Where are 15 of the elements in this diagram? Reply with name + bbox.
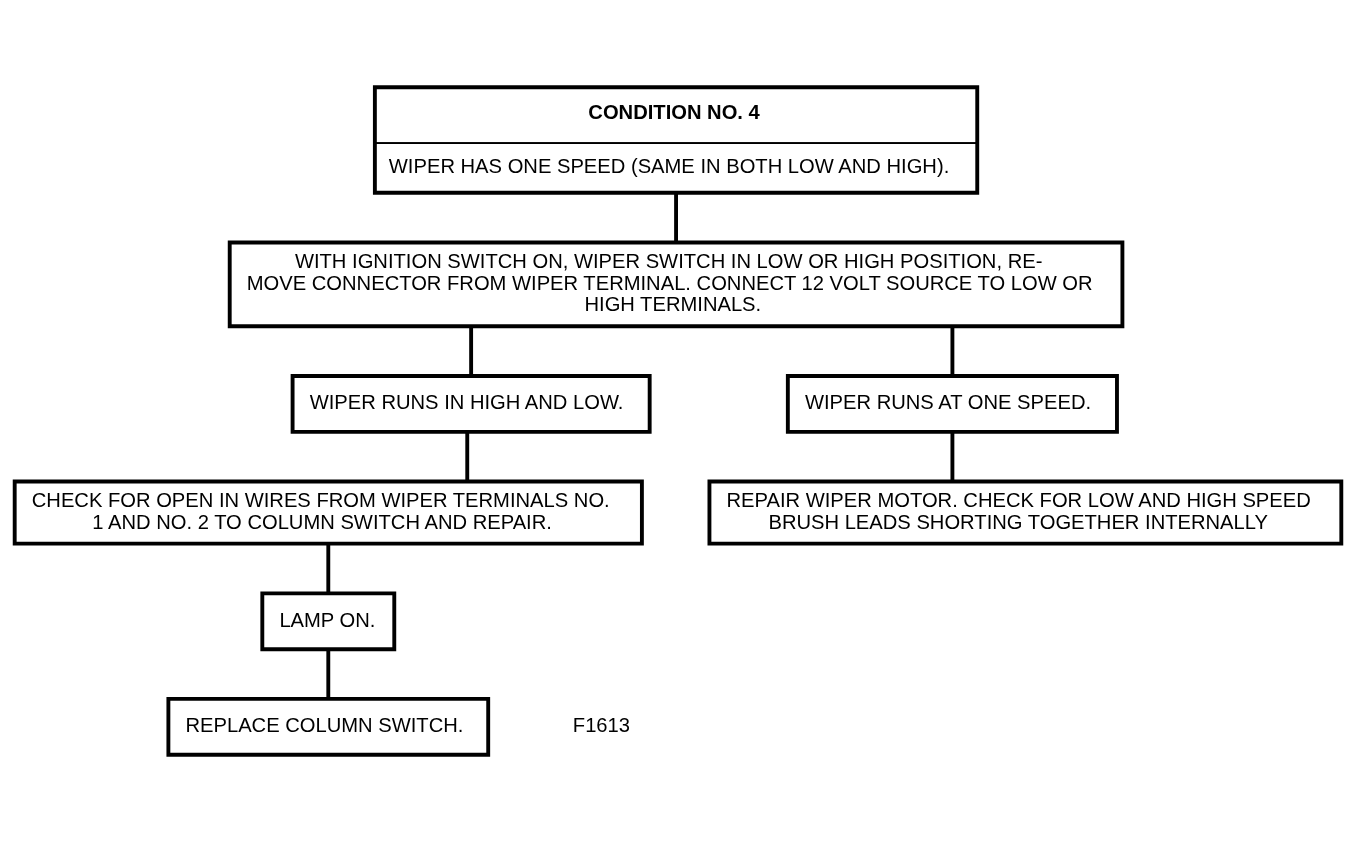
node-box: WITH IGNITION SWITCH ON, WIPER SWITCH IN LOW OR HIGH POSITION, RE- MOVE CONNECTOR FROM WIPER TERMINAL. CONNECT 12 VOLT SOURCE TO LOW OR HIGH TERMINALS. <box>227 240 1125 329</box>
connector <box>950 431 955 482</box>
label: F1613 <box>572 714 631 737</box>
connector <box>326 649 331 699</box>
node-box: WIPER RUNS IN HIGH AND LOW. <box>290 374 652 434</box>
connector <box>674 192 678 243</box>
connector <box>326 544 331 594</box>
connector <box>950 326 955 376</box>
node-box: LAMP ON. <box>260 591 397 652</box>
node-box: REPLACE COLUMN SWITCH. <box>166 696 491 757</box>
node-box: WIPER RUNS AT ONE SPEED. <box>785 374 1119 434</box>
node-box: CHECK FOR OPEN IN WIRES FROM WIPER TERMINALS NO. 1 AND NO. 2 TO COLUMN SWITCH AND REPAIR. <box>12 479 644 546</box>
node-box: REPAIR WIPER MOTOR. CHECK FOR LOW AND HIGH SPEED BRUSH LEADS SHORTING TOGETHER INTERNALLY <box>707 479 1344 546</box>
connector <box>465 431 470 482</box>
connector <box>469 326 474 376</box>
